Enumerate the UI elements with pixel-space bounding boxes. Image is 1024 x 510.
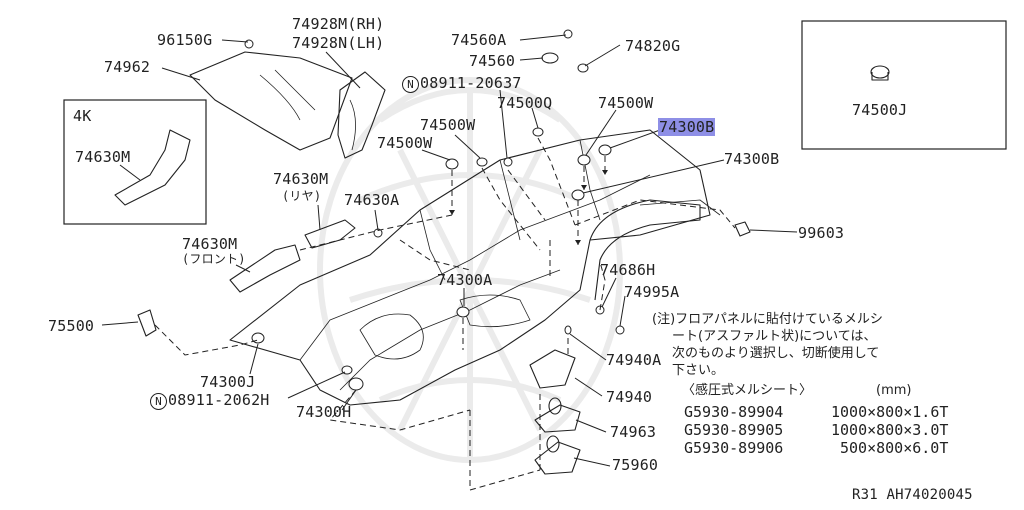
label-74300b: 74300B — [724, 150, 780, 168]
bracket-74630m-4k — [114, 129, 191, 206]
label-74500j: 74500J — [852, 101, 908, 119]
side-panel-74928 — [337, 71, 386, 159]
plug-74560 — [541, 52, 559, 64]
spec-row-1-size: 1000×800×1.6T — [831, 403, 949, 421]
label-08911-2062h-text: 08911-2062H — [168, 391, 270, 409]
label-75500: 75500 — [48, 317, 95, 335]
label-74630a: 74630A — [344, 191, 400, 209]
bolt-74940a — [564, 325, 572, 335]
label-74500w-c: 74500W — [598, 94, 654, 112]
label-74500w-a: 74500W — [377, 134, 433, 152]
plug-74500w-b — [476, 157, 488, 167]
label-74560a: 74560A — [451, 31, 507, 49]
plug-74300a — [456, 306, 470, 318]
clip-75500 — [137, 309, 157, 337]
spec-row-2-size: 1000×800×3.0T — [831, 421, 949, 439]
screw-96150g — [244, 39, 254, 49]
highlight-74300b[interactable]: 74300B — [658, 118, 716, 136]
plug-74300h — [348, 377, 364, 391]
label-74630m-rear: 74630M — [273, 170, 329, 188]
plug-74500w-a — [445, 158, 459, 170]
bracket-74630m-front — [229, 244, 301, 293]
circled-n-icon: N — [150, 393, 167, 410]
note-line-4: 下さい。 — [672, 363, 725, 378]
label-74995a: 74995A — [624, 283, 680, 301]
label-74300j: 74300J — [200, 373, 256, 391]
plug-74500j — [870, 65, 890, 79]
bracket-74630m-rear — [304, 219, 356, 249]
note-header-left: 〈感圧式メルシート〉 — [682, 383, 813, 398]
label-74500q: 74500Q — [497, 94, 553, 112]
insulator-pad-74962 — [189, 51, 353, 151]
spec-row-2-part: G5930-89905 — [684, 421, 784, 439]
label-74500w-b: 74500W — [420, 116, 476, 134]
clip-74995a — [615, 325, 625, 335]
label-74300b-highlighted: 74300B — [658, 118, 716, 136]
note-line-2: ート(アスファルト状)については、 — [672, 329, 877, 344]
label-4k: 4K — [73, 107, 92, 125]
label-74300h: 74300H — [296, 403, 352, 421]
wheel-arch — [589, 199, 701, 301]
spec-row-3-part: G5930-89906 — [684, 439, 784, 457]
screw-74560a — [563, 29, 573, 39]
plug-74300b — [571, 189, 585, 201]
label-74940a: 74940A — [606, 351, 662, 369]
label-74928m: 74928M(RH) — [292, 15, 385, 33]
label-75960: 75960 — [612, 456, 659, 474]
label-99603: 99603 — [798, 224, 845, 242]
label-74962: 74962 — [104, 58, 151, 76]
spec-row-1-part: G5930-89904 — [684, 403, 784, 421]
plug-74500q — [532, 127, 544, 137]
label-74300a: 74300A — [437, 271, 493, 289]
label-74630m-front-sub: (フロント) — [182, 252, 246, 266]
label-74940: 74940 — [606, 388, 653, 406]
note-line-1: (注)フロアパネルに貼付けているメルシ — [652, 312, 883, 327]
diagram-reference-code: R31 AH74020045 — [852, 487, 973, 503]
plug-74300b-hl — [598, 144, 612, 156]
label-74560: 74560 — [469, 52, 516, 70]
label-74630m-rear-sub: (リヤ) — [282, 189, 322, 203]
spec-row-3-size: 500×800×6.0T — [840, 439, 949, 457]
circled-n-icon: N — [402, 76, 419, 93]
grommet-99603 — [734, 221, 751, 237]
label-74963: 74963 — [610, 423, 657, 441]
plate-74940 — [529, 349, 576, 389]
inset-box-74500j — [801, 20, 1007, 150]
plug-74500w-c — [577, 154, 591, 166]
label-08911-20637-text: 08911-20637 — [420, 74, 522, 92]
note-line-3: 次のものより選択し、切断使用して — [672, 346, 880, 361]
mount-75960 — [534, 441, 581, 475]
note-header-right: (mm) — [876, 383, 912, 398]
label-74928n: 74928N(LH) — [292, 34, 385, 52]
label-74630m-4k: 74630M — [75, 148, 131, 166]
label-74820g: 74820G — [625, 37, 681, 55]
label-74630m-front: 74630M — [182, 235, 238, 253]
label-96150g: 96150G — [157, 31, 213, 49]
bolt-08911-20637 — [503, 157, 513, 167]
label-74686h: 74686H — [600, 261, 656, 279]
inset-box-4k — [63, 99, 207, 225]
floor-pan — [229, 129, 711, 406]
